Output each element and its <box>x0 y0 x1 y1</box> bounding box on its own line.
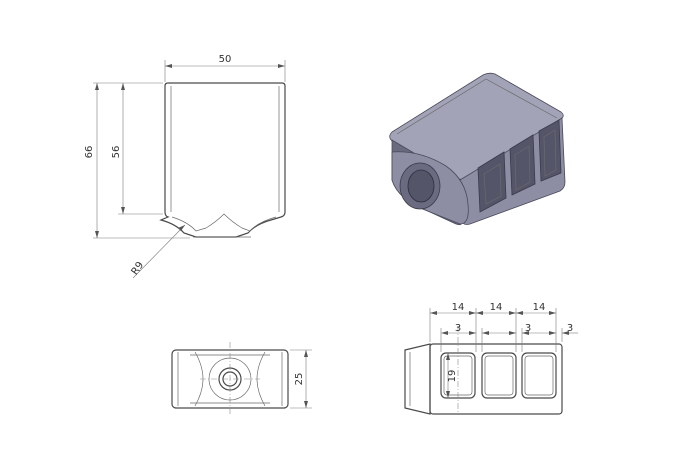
dim-wall-3-label: 3 <box>567 323 573 334</box>
side-view-slot-2 <box>481 352 517 399</box>
dim-wall: 3 3 3 <box>440 323 578 352</box>
side-view-nozzle <box>404 343 431 415</box>
dim-height-body-label: 56 <box>111 146 122 159</box>
dim-radius-label: R9 <box>130 260 147 277</box>
side-view-slot-3 <box>521 352 557 399</box>
dim-radius: R9 <box>130 224 186 279</box>
dim-wall-2-label: 3 <box>525 323 531 334</box>
iso-slot-2-floor <box>514 145 531 191</box>
iso-slot-2 <box>509 134 536 196</box>
iso-slot-1-floor <box>483 163 502 205</box>
isometric-view <box>389 72 566 226</box>
front-view <box>159 82 286 238</box>
side-view-body <box>429 343 563 415</box>
dim-width: 50 <box>164 54 286 82</box>
dim-height-body: 56 <box>111 83 163 215</box>
dim-depth-label: 25 <box>294 373 305 386</box>
dim-pitch-1-label: 14 <box>452 302 465 313</box>
front-view-outline <box>159 82 286 238</box>
iso-top-edge <box>396 78 558 135</box>
side-view-slot-2-inner <box>484 355 514 396</box>
dim-height-total: 66 <box>84 82 190 239</box>
dim-depth: 25 <box>290 349 312 409</box>
front-view-bottom-profile <box>171 213 277 232</box>
side-view <box>404 326 563 415</box>
top-view <box>171 342 289 414</box>
dim-pitch-2-label: 14 <box>490 302 503 313</box>
dim-pitch-3-label: 14 <box>533 302 546 313</box>
dim-width-label: 50 <box>219 54 232 65</box>
dim-pitch: 14 14 14 <box>429 302 557 352</box>
dim-slot-height: 19 <box>446 353 458 398</box>
dim-height-total-label: 66 <box>84 146 95 159</box>
iso-slot-3-floor <box>543 129 557 177</box>
dim-wall-1-label: 3 <box>455 323 461 334</box>
iso-slot-3 <box>538 119 562 182</box>
side-view-slot-3-inner <box>524 355 554 396</box>
iso-bore-inner <box>407 169 435 203</box>
iso-slots <box>477 119 562 213</box>
dim-slot-height-label: 19 <box>447 370 458 383</box>
